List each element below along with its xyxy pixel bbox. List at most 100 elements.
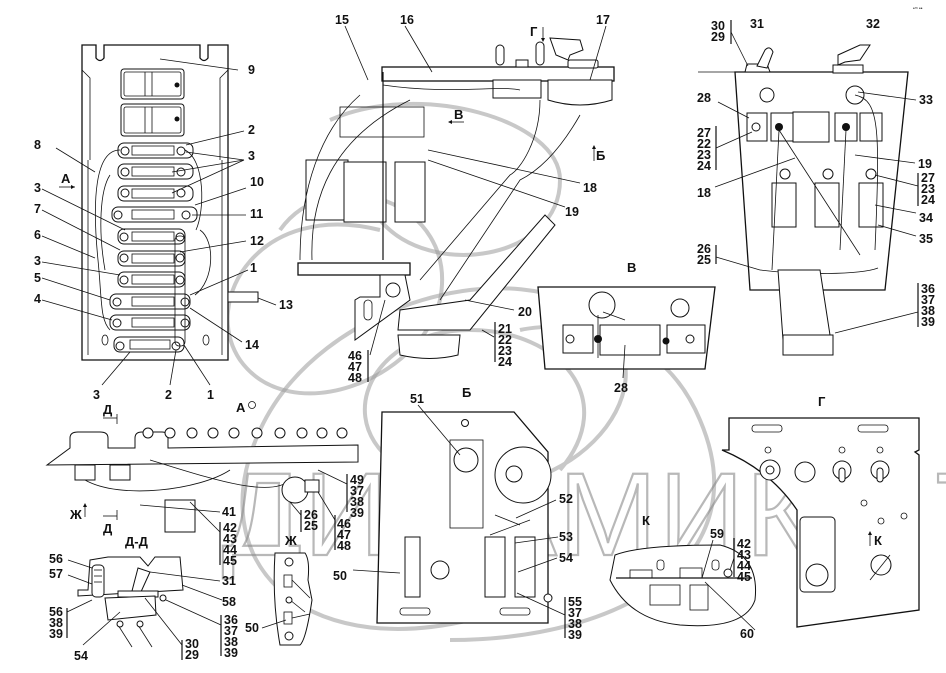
callout-18-panel: 18 [697,186,711,200]
view-k-direction: К [874,533,882,548]
view-b-detail: Б [376,385,553,624]
callout-36: 36 [921,282,935,296]
view-g-detail: Г К [721,394,920,628]
section-d-bottom-marker: Д [103,521,113,536]
view-k-title: К [642,513,650,528]
callout-31: 31 [750,17,764,31]
view-a-terminal-strip: А Д [45,400,359,533]
view-v-direction: В [454,107,463,122]
relay-assembly [297,37,615,359]
callout-2: 2 [248,123,255,137]
callout-32: 32 [866,17,880,31]
rocker-switch-1 [120,68,185,100]
view-g-direction: Г [530,24,538,39]
callout-39-a: 39 [350,506,364,520]
callout-56-b: 56 [49,605,63,619]
callout-48: 48 [348,371,362,385]
callout-45-a: 45 [223,554,237,568]
callout-59: 59 [710,527,724,541]
callout-38-dd: 38 [49,616,63,630]
callout-39-dd: 39 [49,627,63,641]
terminal-row [142,427,348,439]
callout-48-a: 48 [337,539,351,553]
callout-24: 24 [498,355,512,369]
callout-3: 3 [248,149,255,163]
callout-8: 8 [34,138,41,152]
callout-29: 29 [711,30,725,44]
rocker-switch-2 [120,103,185,137]
callout-35: 35 [919,232,933,246]
callout-11: 11 [250,207,263,221]
callout-23-panel: 23 [697,148,711,162]
callout-47-a: 47 [337,528,351,542]
relay-assembly-callouts: 15 16 17 Г В Б 18 19 20 21 22 23 24 46 4… [335,13,610,385]
fuse-panel-callouts: 9 2 8 3 А 10 3 11 7 6 12 3 1 5 13 4 14 3 [34,58,293,402]
callout-44-k: 44 [737,559,751,573]
callout-41: 41 [222,505,236,519]
view-k-callouts: 59 42 43 44 45 60 [701,527,756,641]
callout-46: 46 [348,349,362,363]
callout-43-k: 43 [737,548,751,562]
view-a-callouts: 49 37 38 39 Ж Д 41 42 43 44 45 26 25 46 … [69,469,364,568]
callout-37-dd: 37 [224,624,238,638]
section-d-d-title: Д-Д [125,534,149,549]
callout-54-b: 54 [559,551,573,565]
callout-44-a: 44 [223,543,237,557]
callout-37-b: 37 [568,606,582,620]
view-k-detail: К [609,513,757,627]
callout-21: 21 [498,322,512,336]
callout-1-bottom: 1 [207,388,214,402]
callout-33: 33 [919,93,933,107]
callout-56: 56 [49,552,63,566]
callout-42-k: 42 [737,537,751,551]
view-a-title: А [236,400,246,415]
view-b-title: Б [462,385,471,400]
callout-30-dd: 30 [185,637,199,651]
section-d-top-marker: Д [103,402,113,417]
callout-31-dd: 31 [222,574,236,588]
view-zh-detail: Ж 50 [245,533,313,646]
callout-55: 55 [568,595,582,609]
callout-20: 20 [518,305,532,319]
corner-mark: •ᵐ •• [913,6,923,12]
callout-45-k: 45 [737,570,751,584]
callout-19-panel: 19 [918,157,932,171]
callout-39-dd-b: 39 [224,646,238,660]
callout-4: 4 [34,292,41,306]
callout-57: 57 [49,567,63,581]
callout-19: 19 [565,205,579,219]
callout-54-dd: 54 [74,649,88,663]
callout-3-lower: 3 [34,254,41,268]
callout-47: 47 [348,360,362,374]
callout-2-bottom: 2 [165,388,172,402]
callout-1: 1 [250,261,257,275]
callout-17: 17 [596,13,610,27]
callout-27: 27 [697,126,711,140]
callout-10: 10 [250,175,264,189]
view-b-direction: Б [596,148,605,163]
callout-60: 60 [740,627,754,641]
callout-3-left: 3 [34,181,41,195]
view-b-callouts: 51 52 53 54 50 55 37 38 39 [333,392,582,642]
callout-28-view-v: 28 [614,381,628,395]
callout-38: 38 [921,304,935,318]
fuse-panel [81,44,259,361]
callout-12: 12 [250,234,264,248]
callout-24-right: 24 [921,193,935,207]
section-d-d-detail: Д-Д [77,534,184,648]
callout-53: 53 [559,530,573,544]
callout-25: 25 [697,253,711,267]
callout-49: 49 [350,473,364,487]
callout-58: 58 [222,595,236,609]
fuse-block [101,142,210,353]
callout-42-a: 42 [223,521,237,535]
callout-38-b: 38 [568,617,582,631]
callout-25-a: 25 [304,519,318,533]
callout-28-panel: 28 [697,91,711,105]
callout-7: 7 [34,202,41,216]
callout-37: 37 [921,293,935,307]
callout-16: 16 [400,13,414,27]
callout-27-right: 27 [921,171,935,185]
view-zh-title: Ж [284,533,297,548]
